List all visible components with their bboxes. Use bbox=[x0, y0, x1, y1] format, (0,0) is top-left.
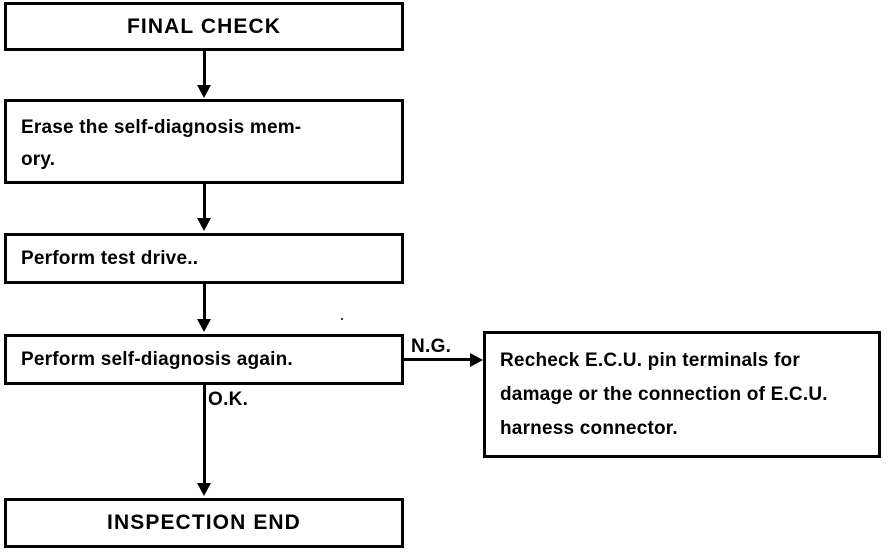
edge-label-ok: O.K. bbox=[208, 389, 249, 410]
flow-node-test-drive-label: Perform test drive.. bbox=[21, 247, 199, 269]
flow-node-recheck-ecu: Recheck E.C.U. pin terminals for damage … bbox=[483, 331, 881, 458]
arrow-head-right-icon bbox=[470, 353, 483, 367]
flow-node-self-diagnosis-again-label: Perform self-diagnosis again. bbox=[21, 348, 293, 370]
edge-label-ng: N.G. bbox=[411, 336, 452, 357]
flow-node-self-diagnosis-again: Perform self-diagnosis again. bbox=[4, 334, 404, 385]
flow-node-erase-memory: Erase the self-diagnosis mem-ory. bbox=[4, 99, 404, 184]
connector-self-diagnosis-to-recheck-ecu bbox=[404, 358, 478, 361]
connector-final-check-to-erase-memory bbox=[203, 51, 206, 87]
flow-node-final-check: FINAL CHECK bbox=[4, 2, 404, 51]
flow-node-recheck-ecu-label: Recheck E.C.U. pin terminals for damage … bbox=[500, 350, 828, 439]
arrow-head-down-icon bbox=[197, 218, 211, 231]
connector-test-drive-to-self-diagnosis bbox=[203, 284, 206, 321]
connector-erase-memory-to-test-drive bbox=[203, 184, 206, 220]
scan-speckle-artifact bbox=[341, 318, 343, 320]
arrow-head-down-icon bbox=[197, 319, 211, 332]
flow-node-inspection-end-label: INSPECTION END bbox=[107, 511, 301, 534]
arrow-head-down-icon bbox=[197, 85, 211, 98]
connector-self-diagnosis-to-inspection-end bbox=[203, 385, 206, 485]
arrow-head-down-icon bbox=[197, 483, 211, 496]
flow-node-erase-memory-label: Erase the self-diagnosis mem-ory. bbox=[21, 117, 302, 170]
flow-node-inspection-end: INSPECTION END bbox=[4, 498, 404, 548]
flow-node-final-check-label: FINAL CHECK bbox=[126, 14, 282, 38]
flow-node-test-drive: Perform test drive.. bbox=[4, 233, 404, 284]
